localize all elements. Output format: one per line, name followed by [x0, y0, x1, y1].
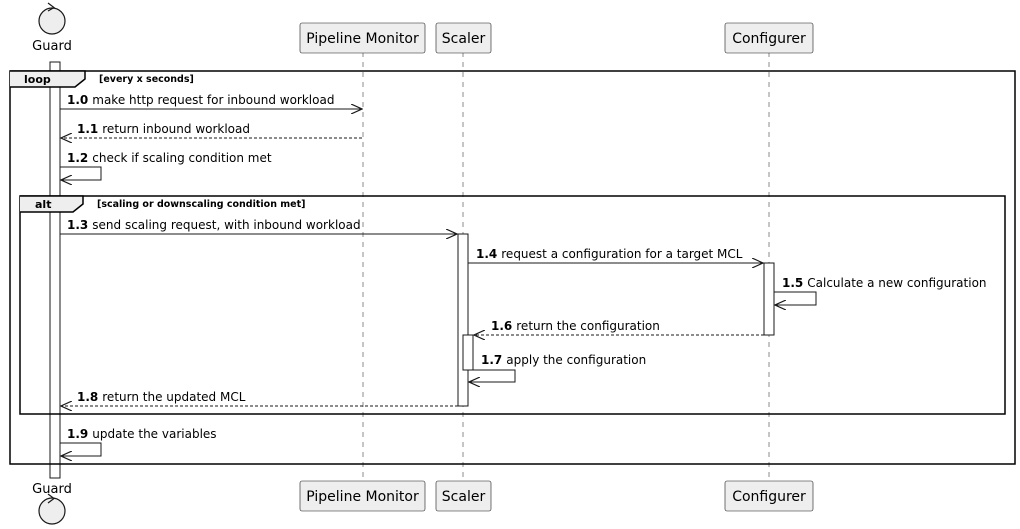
- message-arrow-1-5: [774, 291, 817, 305]
- activation-scaler: [457, 233, 469, 407]
- control-icon: [38, 497, 66, 525]
- participant-label-pipeline-monitor-top: Pipeline Monitor: [306, 31, 419, 47]
- participant-label-scaler-bottom: Scaler: [442, 489, 486, 505]
- alt-condition: [scaling or downscaling condition met]: [97, 199, 306, 210]
- participant-label-pipeline-monitor-bottom: Pipeline Monitor: [306, 489, 419, 505]
- activation-guard: [49, 61, 61, 479]
- participant-label-configurer-top: Configurer: [732, 31, 806, 47]
- participant-label-guard-top: Guard: [32, 39, 72, 54]
- message-arrow-1-2: [60, 166, 102, 180]
- alt-frame: alt [scaling or downscaling condition me…: [19, 195, 1006, 415]
- lifelines: [54, 52, 770, 480]
- participant-guard-bottom: Guard: [32, 482, 72, 525]
- participant-pipeline-monitor-bottom: Pipeline Monitor: [299, 480, 426, 512]
- activation-configurer: [763, 262, 775, 336]
- loop-condition: [every x seconds]: [99, 74, 194, 85]
- activation-scaler-nested: [462, 334, 474, 371]
- participant-label-configurer-bottom: Configurer: [732, 489, 806, 505]
- alt-keyword: alt: [35, 198, 51, 211]
- participant-configurer-bottom: Configurer: [724, 480, 814, 512]
- loop-frame: loop [every x seconds]: [9, 70, 1016, 465]
- message-arrow-1-7: [469, 369, 516, 382]
- control-icon-arrow: [47, 493, 55, 504]
- loop-keyword: loop: [24, 73, 51, 86]
- participant-guard-top: Guard: [32, 2, 72, 54]
- participant-scaler-top: Scaler: [435, 22, 492, 54]
- participant-scaler-bottom: Scaler: [435, 480, 492, 512]
- participant-label-guard-bottom: Guard: [32, 482, 72, 497]
- control-icon: [38, 7, 66, 35]
- messages: [60, 109, 817, 456]
- message-arrow-1-9: [60, 442, 102, 456]
- control-icon-arrow: [47, 2, 56, 12]
- participant-label-scaler-top: Scaler: [442, 31, 486, 47]
- participant-configurer-top: Configurer: [724, 22, 814, 54]
- participant-pipeline-monitor-top: Pipeline Monitor: [299, 22, 426, 54]
